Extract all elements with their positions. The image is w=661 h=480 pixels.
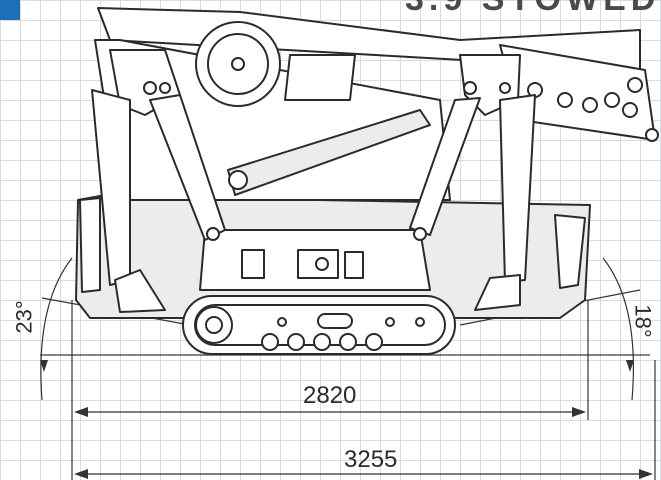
- left-side-panel: [79, 197, 101, 293]
- dimension-3255-line: [71, 360, 656, 480]
- engine-panel-3: [344, 251, 364, 279]
- right-angle-label: 18°: [630, 304, 656, 338]
- corner-accent-tab: [0, 0, 20, 20]
- dimension-outer-width-label: 3255: [344, 446, 398, 473]
- hook-box: [284, 54, 356, 101]
- crawler-track: [182, 295, 456, 355]
- left-angle-label: 23°: [11, 300, 37, 334]
- left-outrigger: [91, 49, 226, 313]
- left-angle-arc: [40, 257, 73, 401]
- right-arc-arrow: [626, 360, 634, 372]
- engine-panel-1: [241, 249, 265, 279]
- drawing-title: 3.9 STOWED: [405, 0, 660, 19]
- boom-pivot: [228, 170, 248, 190]
- right-outrigger: [409, 54, 536, 311]
- engine-dial: [315, 257, 329, 271]
- engine-panel-2: [297, 249, 339, 279]
- winch-hub: [231, 57, 245, 71]
- left-arc-arrow: [40, 360, 48, 372]
- right-angle-arc: [602, 257, 634, 401]
- dimension-inner-width-label: 2820: [303, 382, 357, 409]
- winch-drum-inner: [207, 33, 269, 95]
- right-side-panel: [554, 214, 586, 289]
- dimension-2820-line: [71, 300, 589, 420]
